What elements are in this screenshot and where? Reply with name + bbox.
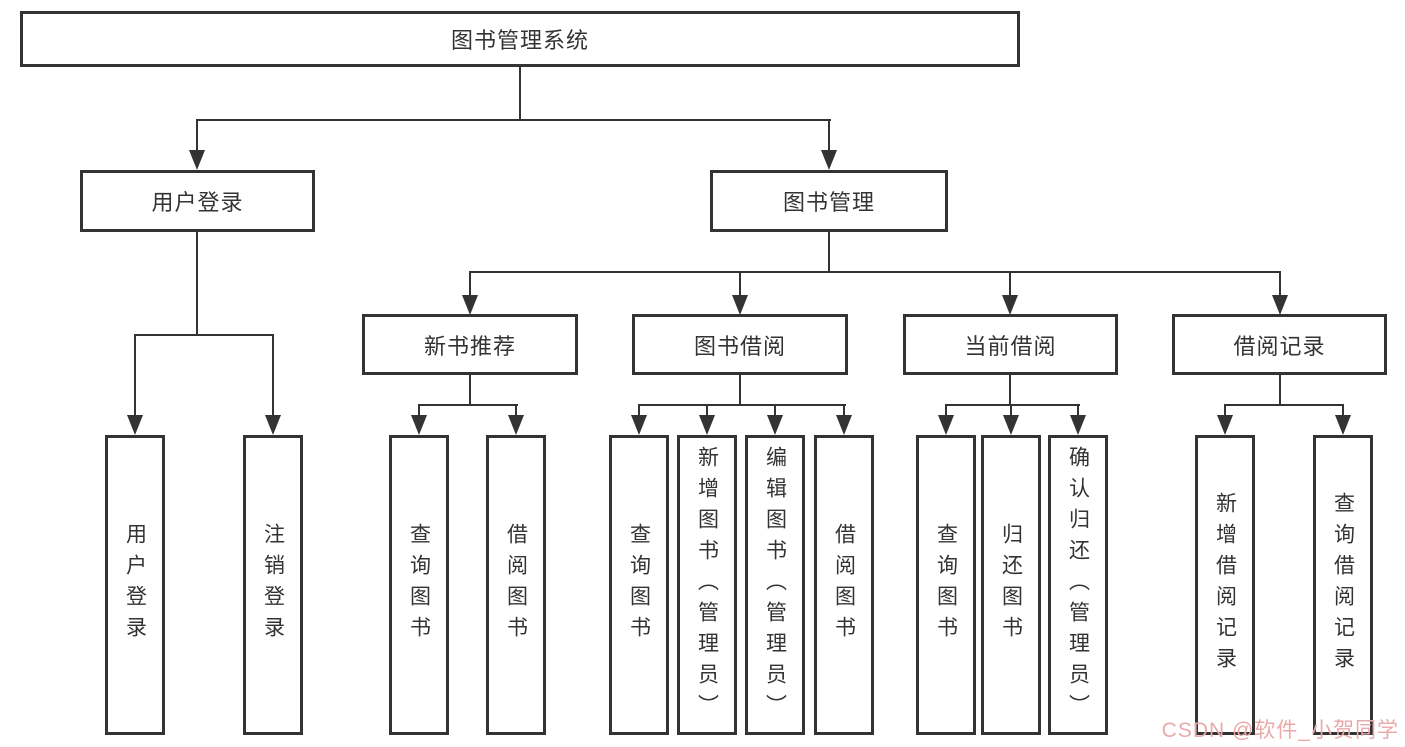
leaf-confirm-return-admin: 确认归还（管理员） — [1048, 435, 1108, 735]
node-book-management-label: 图书管理 — [782, 190, 875, 215]
node-borrow-records-label: 借阅记录 — [1233, 333, 1326, 359]
node-root: 图书管理系统 — [20, 11, 1020, 67]
leaf-query-borrow-record-label: 查询借阅记录 — [1331, 492, 1355, 678]
leaf-logout: 注销登录 — [243, 435, 303, 735]
arrowhead-confirm-return-icon — [1070, 415, 1086, 435]
connector-drop-query3 — [945, 404, 947, 418]
connector-drop-book-management — [828, 119, 830, 152]
leaf-borrow-books-recommend: 借阅图书 — [486, 435, 546, 735]
connector-hline-user-login — [134, 334, 274, 336]
watermark: CSDN @软件_小贺同学 — [1161, 719, 1399, 742]
connector-drop-add-book — [706, 404, 708, 418]
leaf-query-books-recommend-label: 查询图书 — [407, 523, 431, 647]
node-book-borrow-label: 图书借阅 — [693, 333, 786, 359]
node-new-book-recommend: 新书推荐 — [362, 314, 578, 375]
leaf-add-borrow-record: 新增借阅记录 — [1195, 435, 1255, 735]
arrowhead-book-management-icon — [821, 150, 837, 170]
connector-stem-book-borrow — [739, 375, 741, 406]
leaf-query-books-current-label: 查询图书 — [934, 523, 958, 647]
connector-hline-book-borrow — [638, 404, 846, 406]
arrowhead-leaf-user-login-icon — [127, 415, 143, 435]
leaf-return-books-label: 归还图书 — [999, 523, 1023, 647]
arrowhead-new-book-recommend-icon — [462, 295, 478, 315]
connector-stem-book-management — [828, 232, 830, 273]
leaf-query-books-borrow: 查询图书 — [609, 435, 669, 735]
connector-drop-query-record — [1342, 404, 1344, 418]
leaf-user-login-label: 用户登录 — [123, 523, 147, 647]
arrowhead-add-record-icon — [1217, 415, 1233, 435]
connector-drop-leaf-user-login — [134, 334, 136, 417]
connector-stem-borrow-records — [1279, 375, 1281, 406]
connector-stem-new-book-recommend — [469, 375, 471, 406]
node-book-borrow: 图书借阅 — [632, 314, 848, 375]
leaf-add-borrow-record-label: 新增借阅记录 — [1213, 492, 1237, 678]
node-user-login: 用户登录 — [80, 170, 315, 232]
connector-drop-user-login — [196, 119, 198, 152]
leaf-edit-book-admin: 编辑图书（管理员） — [745, 435, 805, 735]
arrowhead-leaf-logout-icon — [265, 415, 281, 435]
leaf-borrow-books: 借阅图书 — [814, 435, 874, 735]
arrowhead-return-icon — [1003, 415, 1019, 435]
leaf-user-login: 用户登录 — [105, 435, 165, 735]
node-root-label: 图书管理系统 — [450, 28, 589, 53]
connector-hline-borrow-records — [1224, 404, 1344, 406]
connector-stem-user-login — [196, 232, 198, 336]
arrowhead-book-borrow-icon — [732, 295, 748, 315]
connector-hline-new-book-recommend — [418, 404, 518, 406]
leaf-confirm-return-admin-label: 确认归还（管理员） — [1066, 445, 1090, 725]
leaf-return-books: 归还图书 — [981, 435, 1041, 735]
connector-drop-leaf-logout — [272, 334, 274, 417]
node-current-borrow-label: 当前借阅 — [964, 333, 1057, 359]
leaf-add-book-admin-label: 新增图书（管理员） — [695, 445, 719, 725]
connector-drop-borrow-records — [1279, 271, 1281, 297]
arrowhead-query2-icon — [631, 415, 647, 435]
node-current-borrow: 当前借阅 — [903, 314, 1118, 375]
leaf-logout-label: 注销登录 — [261, 523, 285, 647]
connector-hline-book-management — [469, 271, 1281, 273]
arrowhead-borrow-records-icon — [1272, 295, 1288, 315]
connector-drop-query2 — [638, 404, 640, 418]
arrowhead-borrow2-icon — [836, 415, 852, 435]
arrowhead-query3-icon — [938, 415, 954, 435]
leaf-query-borrow-record: 查询借阅记录 — [1313, 435, 1373, 735]
connector-drop-current-borrow — [1009, 271, 1011, 297]
connector-hline-current-borrow — [945, 404, 1080, 406]
leaf-edit-book-admin-label: 编辑图书（管理员） — [763, 445, 787, 725]
connector-drop-new-book-recommend — [469, 271, 471, 297]
connector-drop-confirm-return — [1077, 404, 1079, 418]
node-new-book-recommend-label: 新书推荐 — [423, 333, 516, 359]
connector-drop-borrow2 — [843, 404, 845, 418]
leaf-query-books-current: 查询图书 — [916, 435, 976, 735]
connector-drop-return — [1010, 404, 1012, 418]
leaf-borrow-books-recommend-label: 借阅图书 — [504, 523, 528, 647]
node-book-management: 图书管理 — [710, 170, 948, 232]
arrowhead-user-login-icon — [189, 150, 205, 170]
leaf-add-book-admin: 新增图书（管理员） — [677, 435, 737, 735]
node-user-login-label: 用户登录 — [151, 190, 244, 215]
arrowhead-add-book-icon — [699, 415, 715, 435]
connector-drop-query1 — [418, 404, 420, 418]
connector-stem-root — [519, 67, 521, 121]
arrowhead-query1-icon — [411, 415, 427, 435]
leaf-query-books-borrow-label: 查询图书 — [627, 523, 651, 647]
arrowhead-query-record-icon — [1335, 415, 1351, 435]
connector-drop-edit-book — [774, 404, 776, 418]
connector-drop-borrow1 — [515, 404, 517, 418]
connector-drop-add-record — [1224, 404, 1226, 418]
arrowhead-borrow1-icon — [508, 415, 524, 435]
leaf-borrow-books-label: 借阅图书 — [832, 523, 856, 647]
connector-stem-current-borrow — [1009, 375, 1011, 406]
arrowhead-edit-book-icon — [767, 415, 783, 435]
node-borrow-records: 借阅记录 — [1172, 314, 1387, 375]
connector-drop-book-borrow — [739, 271, 741, 297]
connector-hline-root — [196, 119, 831, 121]
arrowhead-current-borrow-icon — [1002, 295, 1018, 315]
leaf-query-books-recommend: 查询图书 — [389, 435, 449, 735]
